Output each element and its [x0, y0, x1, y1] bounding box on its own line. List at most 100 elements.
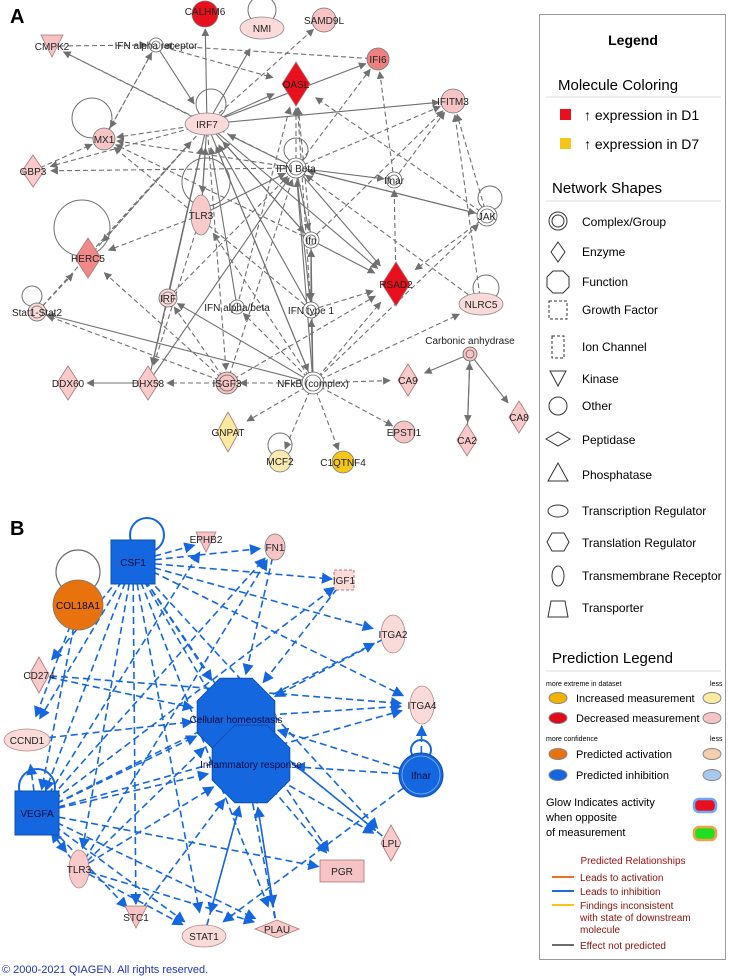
node-nmi[interactable]: NMI: [239, 16, 285, 40]
edge-IFN1-IRF7: [218, 144, 312, 311]
node-ifnar[interactable]: Ifnar: [384, 171, 405, 189]
measure-hint-less: less: [710, 681, 723, 688]
node-ca2[interactable]: CA2: [456, 423, 478, 457]
node-irf7[interactable]: IRF7: [184, 112, 230, 136]
node-ifi6[interactable]: IFI6: [366, 47, 390, 71]
edge-VEGFA-FN1: [36, 557, 266, 814]
node-stc1[interactable]: STC1: [123, 905, 149, 929]
node-gnpat[interactable]: GNPAT: [212, 411, 245, 453]
node-nlrc5[interactable]: NLRC5: [458, 292, 504, 316]
node-ifnb[interactable]: IFN Beta: [276, 157, 316, 179]
peptidase-icon: [545, 431, 571, 447]
shape-label: Complex/Group: [582, 215, 666, 229]
glow-red-swatch: [692, 797, 718, 814]
node-c1qtnf4[interactable]: C1QTNF4: [320, 450, 366, 474]
node-igf1[interactable]: IGF1: [333, 569, 356, 591]
node-ifnar[interactable]: IFN alpha receptor: [115, 37, 198, 53]
node-ccnd1[interactable]: CCND1: [3, 728, 51, 752]
node-label: STC1: [123, 913, 149, 924]
node-cmpk2[interactable]: CMPK2: [35, 34, 70, 58]
node-irf[interactable]: IRF: [158, 288, 178, 308]
edge-Ifn-RSAD2: [310, 239, 376, 274]
node-ifn1[interactable]: IFN type 1: [288, 301, 335, 319]
node-stat1[interactable]: STAT1: [181, 924, 227, 948]
glow-text-2: when opposite: [545, 812, 617, 824]
node-cah[interactable]: Carbonic anhydrase: [425, 336, 515, 362]
node-oasl[interactable]: OASL: [281, 61, 311, 107]
edge-GBP3-MX1: [32, 143, 93, 172]
edge-IFNB-RSAD2: [295, 167, 381, 267]
node-isgf3[interactable]: ISGF3: [213, 371, 242, 395]
node-label: GNPAT: [212, 428, 245, 439]
rel-not-predicted-label: Effect not predicted: [580, 941, 666, 952]
node-ir[interactable]: Inflammatory response: [200, 724, 302, 804]
edge-ISGF3-RSAD2: [226, 295, 376, 384]
node-fn1[interactable]: FN1: [264, 533, 286, 561]
node-pgr[interactable]: PGR: [319, 859, 365, 883]
network-shapes-heading: Network Shapes: [552, 180, 662, 197]
node-cd274[interactable]: CD274: [23, 656, 55, 694]
node-dhx58[interactable]: DHX58: [132, 365, 165, 401]
node-tlr3[interactable]: TLR3: [189, 194, 214, 236]
node-label: TLR3: [67, 865, 92, 876]
node-label: ISGF3: [213, 379, 242, 390]
edge-CSF1-STC1: [130, 561, 142, 906]
node-stat12[interactable]: Stat1-Stat2: [12, 302, 62, 322]
edge-TLR3-HERC5: [107, 214, 202, 252]
d7-label: ↑ expression in D7: [584, 136, 699, 152]
node-plau[interactable]: PLAU: [253, 919, 301, 939]
shape-label: Translation Regulator: [582, 536, 696, 550]
edge-FN1-CH: [242, 546, 276, 676]
inhibition-weak-swatch: [702, 769, 722, 781]
node-mx1[interactable]: MX1: [92, 127, 116, 151]
node-csf1[interactable]: CSF1: [110, 539, 156, 585]
node-calhm6[interactable]: CALHM6: [185, 0, 226, 28]
node-mcf2[interactable]: MCF2: [266, 449, 294, 473]
edge-ITGA2-CH: [273, 633, 394, 698]
edge-NFKB-TLR3: [212, 232, 314, 384]
node-rsad2[interactable]: RSAD2: [379, 261, 413, 307]
node-label: COL18A1: [56, 601, 100, 612]
node-lpl[interactable]: LPL: [380, 824, 402, 862]
node-label: OASL: [283, 80, 310, 91]
shape-label: Kinase: [582, 372, 619, 386]
node-itga2[interactable]: ITGA2: [379, 614, 408, 654]
node-ifnab[interactable]: IFN alpha/beta: [204, 299, 270, 315]
edge-IFNB-GBP3: [50, 166, 297, 175]
edge-NFKB-C1QTNF4: [312, 382, 340, 451]
edge-CAH-CA8: [469, 353, 509, 404]
complex-group-icon: [548, 211, 568, 231]
edge-IRF7-MX1: [116, 123, 208, 140]
panel-a-letter: A: [10, 6, 25, 28]
rel-inconsistent-label: Findings inconsistent: [580, 901, 674, 912]
node-ca8[interactable]: CA8: [508, 400, 530, 434]
node-samd9l[interactable]: SAMD9L: [304, 7, 344, 33]
node-label: IFN type 1: [288, 306, 335, 317]
node-ca9[interactable]: CA9: [397, 363, 419, 397]
node-tlr3b[interactable]: TLR3: [67, 849, 92, 889]
node-ifitm3[interactable]: IFITM3: [437, 88, 469, 114]
node-itga4[interactable]: ITGA4: [408, 685, 437, 725]
node-herc5[interactable]: HERC5: [71, 237, 105, 279]
node-gbp3[interactable]: GBP3: [20, 154, 47, 188]
prediction-legend-heading: Prediction Legend: [552, 650, 673, 667]
node-nfkb[interactable]: NFkB (complex): [277, 371, 349, 395]
node-col18a1[interactable]: COL18A1: [52, 579, 104, 631]
node-vegfa[interactable]: VEGFA: [14, 790, 60, 836]
edge-ISGF3-IRF: [173, 306, 228, 384]
node-label: STAT1: [189, 932, 219, 943]
decreased-strong-swatch: [548, 712, 568, 724]
node-ddx60[interactable]: DDX60: [52, 365, 85, 401]
node-ifn[interactable]: Ifn: [302, 231, 320, 249]
edge-IFN1-MX1: [113, 146, 312, 311]
edge-NFKB-CA9: [312, 376, 391, 385]
node-ephb2[interactable]: EPHB2: [190, 531, 223, 553]
node-epsti1[interactable]: EPSTI1: [387, 420, 422, 444]
increased-strong-swatch: [548, 692, 568, 704]
node-label: CD274: [23, 671, 55, 682]
shape-label: Function: [582, 275, 628, 289]
edge-TLR3B-IR: [78, 786, 215, 870]
node-jak[interactable]: JAK: [476, 205, 498, 227]
node-ifnarb[interactable]: Ifnar: [398, 752, 444, 798]
edge-CSF1-IGF1: [132, 561, 334, 584]
